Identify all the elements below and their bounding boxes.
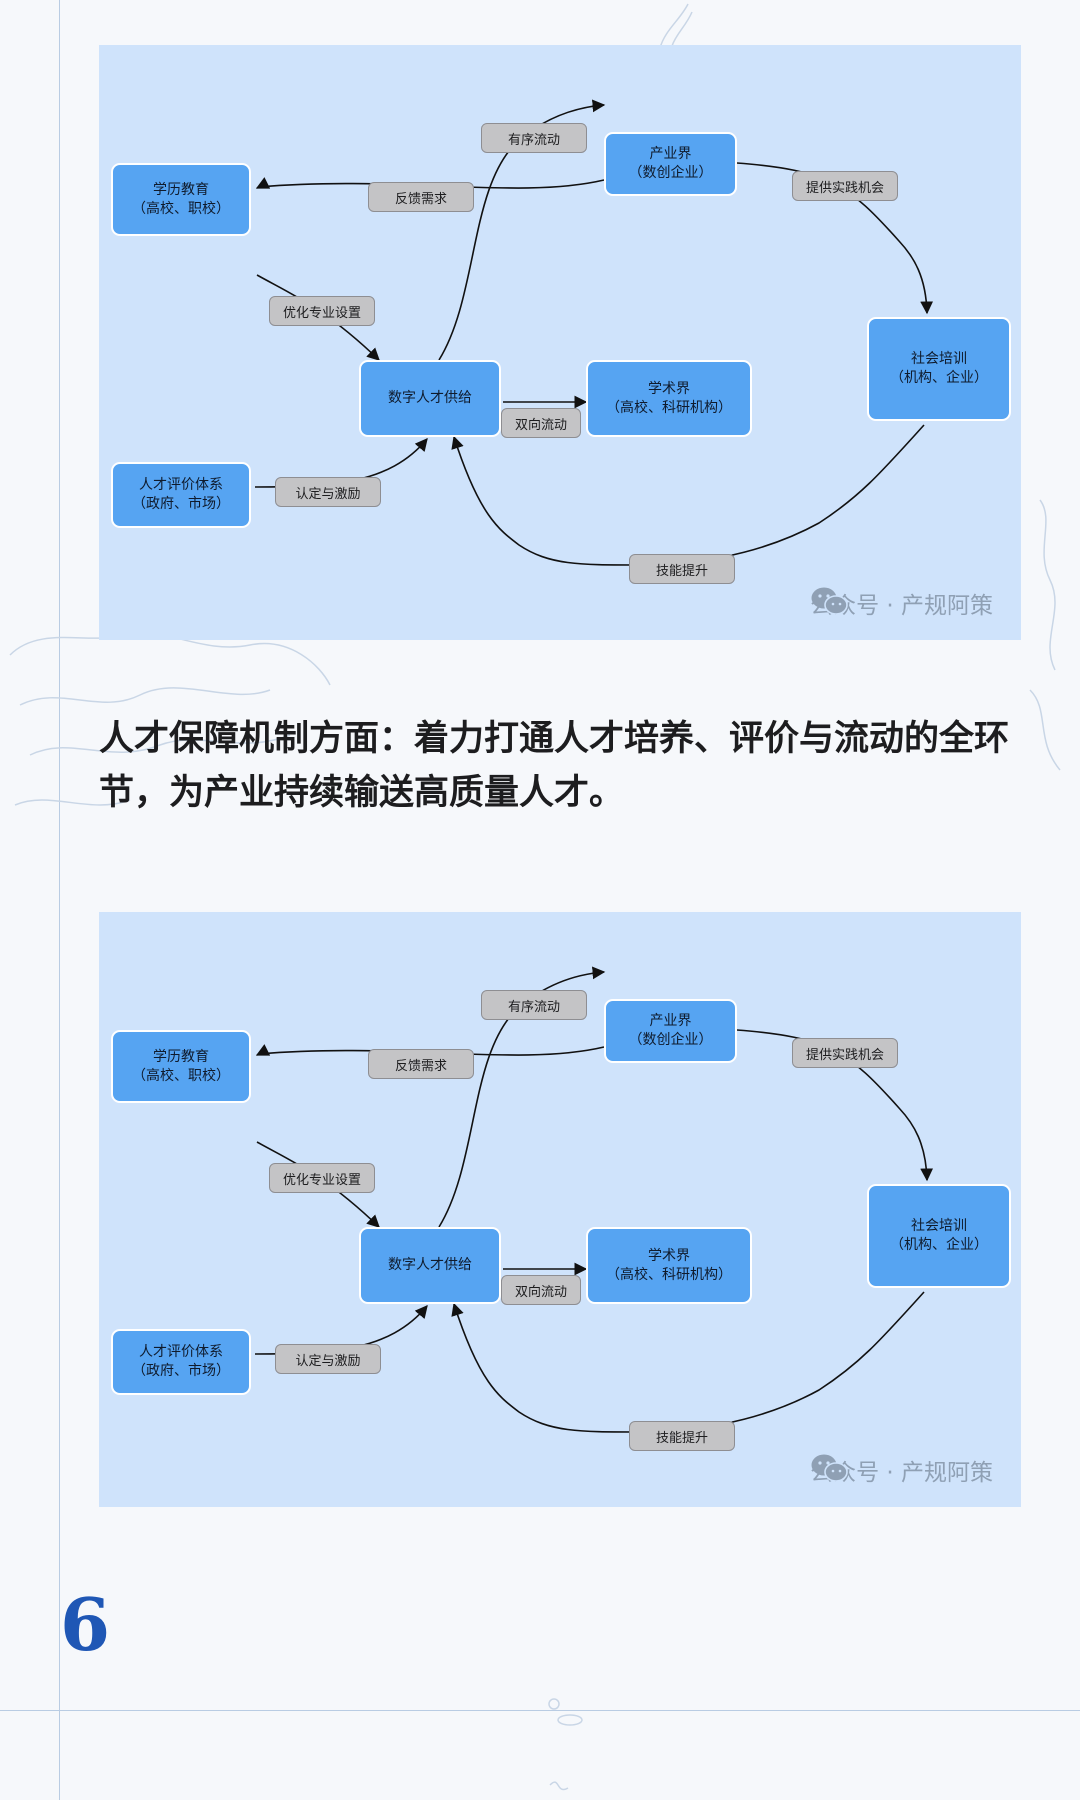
decorative-doodle — [1029, 499, 1061, 771]
edge-label-optimize: 优化专业设置 — [269, 296, 375, 326]
node-supply: 数字人才供给 — [359, 360, 501, 437]
node-supply: 数字人才供给 — [359, 1227, 501, 1304]
node-academia: 学术界（高校、科研机构） — [586, 1227, 752, 1304]
edge-skills — [451, 424, 925, 566]
node-education: 学历教育（高校、职校） — [111, 1030, 251, 1103]
edge-label-practice: 提供实践机会 — [792, 1038, 898, 1068]
edge-label-certify: 认定与激励 — [275, 477, 381, 507]
edge-practice — [736, 1029, 934, 1182]
decorative-doodle — [659, 3, 693, 49]
edge-label-practice: 提供实践机会 — [792, 171, 898, 201]
edge-label-two-way: 双向流动 — [501, 1275, 581, 1305]
node-industry: 产业界（数创企业） — [604, 132, 737, 196]
bottom-rule-line — [0, 1710, 1080, 1711]
edge-label-skills: 技能提升 — [629, 554, 735, 584]
edge-skills — [451, 1291, 925, 1433]
node-evaluation: 人才评价体系（政府、市场） — [111, 462, 251, 528]
page-number: 6 — [60, 1582, 111, 1667]
edge-label-feedback: 反馈需求 — [368, 1049, 474, 1079]
watermark: 公众号 · 产规阿策 — [810, 586, 993, 620]
edge-orderly-flow — [438, 99, 606, 361]
diagram-panel-1: 学历教育（高校、职校） 产业界（数创企业） 数字人才供给 学术界（高校、科研机构… — [99, 45, 1021, 640]
wechat-icon — [811, 1454, 848, 1482]
edge-label-two-way: 双向流动 — [501, 408, 581, 438]
node-training: 社会培训（机构、企业） — [867, 1184, 1011, 1288]
node-training: 社会培训（机构、企业） — [867, 317, 1011, 421]
node-academia: 学术界（高校、科研机构） — [586, 360, 752, 437]
wechat-icon — [811, 587, 848, 615]
watermark: 公众号 · 产规阿策 — [810, 1453, 993, 1487]
node-industry: 产业界（数创企业） — [604, 999, 737, 1063]
left-margin-line — [59, 0, 60, 1800]
edge-label-orderly-flow: 有序流动 — [481, 990, 587, 1020]
edge-practice — [736, 162, 934, 315]
node-education: 学历教育（高校、职校） — [111, 163, 251, 236]
edge-label-orderly-flow: 有序流动 — [481, 123, 587, 153]
body-paragraph: 人才保障机制方面：着力打通人才培养、评价与流动的全环节，为产业持续输送高质量人才… — [99, 718, 1010, 813]
decorative-doodle — [548, 1698, 583, 1791]
edge-label-feedback: 反馈需求 — [368, 182, 474, 212]
node-evaluation: 人才评价体系（政府、市场） — [111, 1329, 251, 1395]
edge-label-certify: 认定与激励 — [275, 1344, 381, 1374]
edge-orderly-flow — [438, 966, 606, 1228]
diagram-panel-2: 学历教育（高校、职校） 产业界（数创企业） 数字人才供给 学术界（高校、科研机构… — [99, 912, 1021, 1507]
edge-label-optimize: 优化专业设置 — [269, 1163, 375, 1193]
edge-label-skills: 技能提升 — [629, 1421, 735, 1451]
